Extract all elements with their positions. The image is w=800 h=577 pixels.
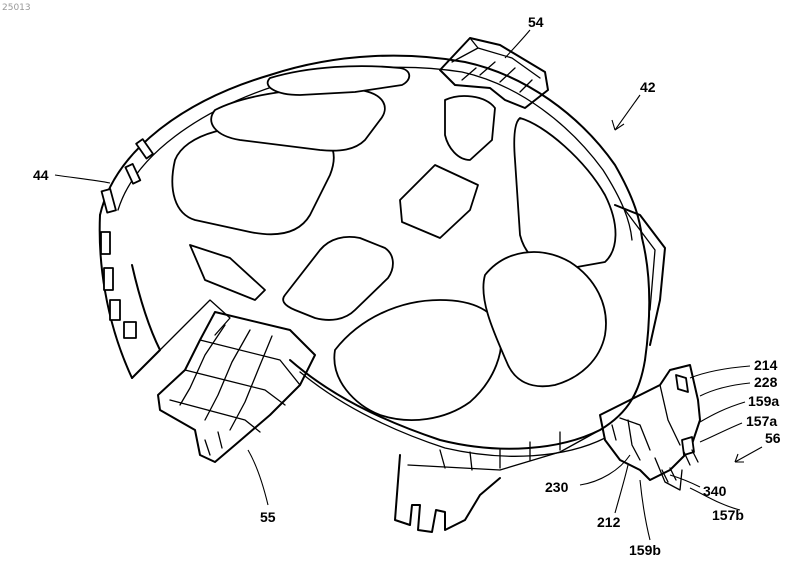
label-42: 42 <box>640 79 656 95</box>
bottom-skirt <box>395 430 600 532</box>
label-157a: 157a <box>746 413 777 429</box>
label-230: 230 <box>545 479 569 495</box>
leader-lines <box>55 30 762 540</box>
label-56: 56 <box>765 430 781 446</box>
reference-labels: 54 42 44 55 56 214 228 159a 157a 230 340… <box>33 14 781 558</box>
label-228: 228 <box>754 374 778 390</box>
label-340: 340 <box>703 483 727 499</box>
label-54: 54 <box>528 14 544 30</box>
frame-openings <box>172 66 615 420</box>
label-159b: 159b <box>629 542 661 558</box>
label-44: 44 <box>33 167 49 183</box>
rear-tab-55 <box>158 312 315 462</box>
document-number: 25013 <box>2 3 31 13</box>
clip-assembly-56 <box>600 365 700 490</box>
label-157b: 157b <box>712 507 744 523</box>
label-55: 55 <box>260 509 276 525</box>
label-212: 212 <box>597 514 621 530</box>
label-159a: 159a <box>748 393 779 409</box>
label-214: 214 <box>754 357 778 373</box>
